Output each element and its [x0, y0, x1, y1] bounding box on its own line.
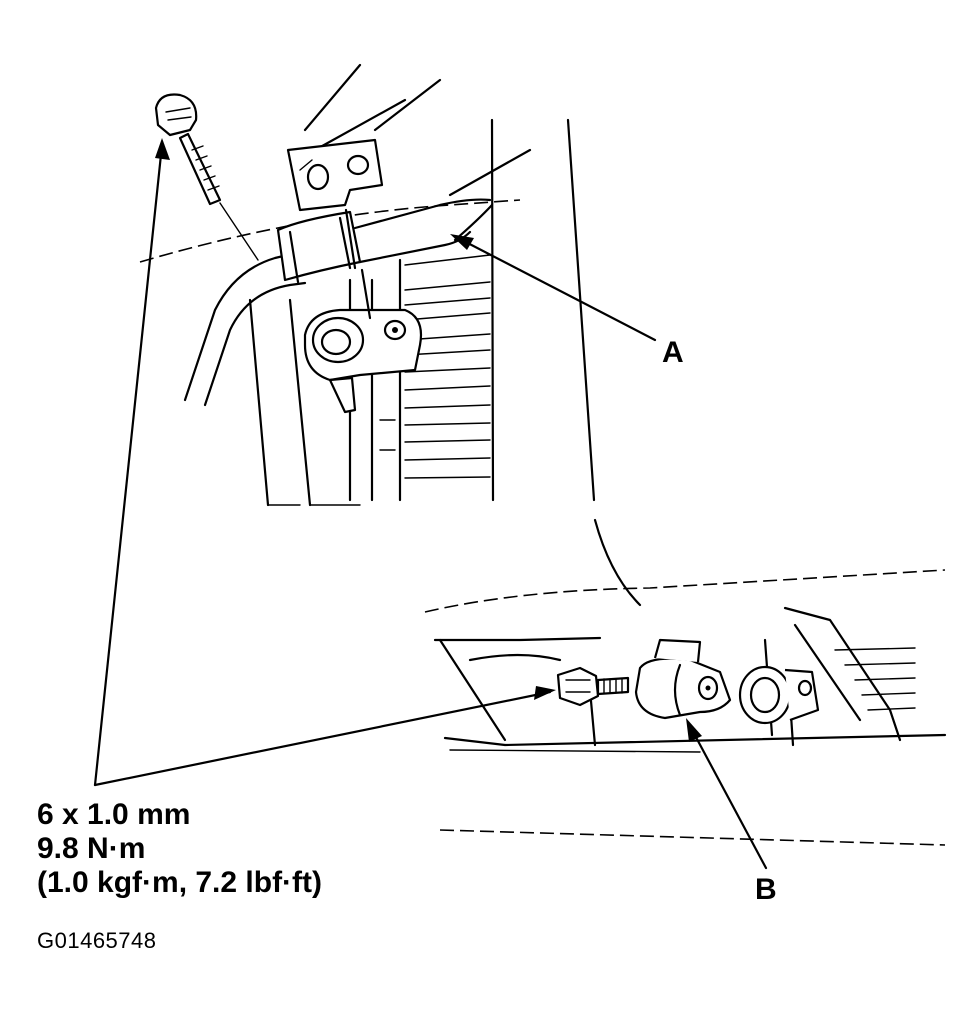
upper-detail-view	[139, 63, 596, 507]
hose-fitting	[738, 665, 820, 725]
hose-bracket	[276, 138, 384, 284]
callout-label-b: B	[755, 873, 777, 906]
lower-detail-view	[424, 518, 947, 846]
leader-lines	[93, 138, 768, 870]
hose-a	[183, 198, 494, 407]
clamp-b	[634, 638, 732, 720]
radiator-core-fins	[348, 254, 491, 502]
bolt-size-spec: 6 x 1.0 mm	[37, 798, 191, 831]
mounting-bolt-lower	[556, 666, 630, 707]
mounting-bolt-upper	[154, 93, 222, 206]
callout-label-a: A	[662, 336, 684, 369]
hose-clamp	[303, 268, 423, 414]
torque-spec-alternate: (1.0 kgf·m, 7.2 lbf·ft)	[37, 866, 323, 899]
figure-id: G01465748	[37, 928, 157, 953]
torque-spec-nm: 9.8 N·m	[37, 832, 146, 865]
